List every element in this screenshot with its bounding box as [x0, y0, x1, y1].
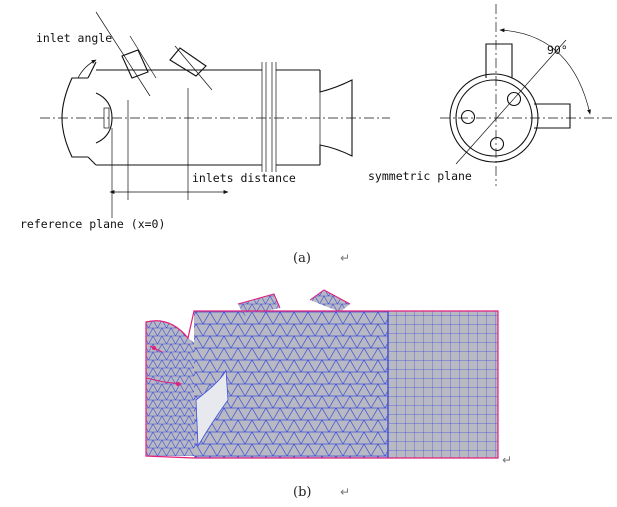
- caption-b: (b): [293, 485, 311, 500]
- symmetric-plane-label: symmetric plane: [368, 169, 472, 183]
- mesh-boundary: [145, 310, 499, 459]
- return-mark-a: ↵: [340, 251, 350, 265]
- mesh-hex-region: [388, 311, 498, 458]
- inlet-angle-label: inlet angle: [36, 31, 112, 45]
- mesh-recess: [195, 369, 229, 448]
- return-mark-b: ↵: [340, 485, 350, 499]
- mesh-figure: [145, 289, 499, 459]
- angle-arc: [499, 28, 591, 115]
- side-inlet: [534, 103, 571, 129]
- side-view-drawing: [40, 11, 390, 218]
- inlet-head: [61, 77, 88, 158]
- hole-left: [460, 109, 476, 125]
- head-plug: [103, 107, 110, 129]
- end-view-drawing: [440, 4, 612, 186]
- inlet-tube-1: [95, 11, 157, 97]
- symmetric-plane-line: [455, 39, 567, 165]
- hole-lower: [489, 136, 505, 152]
- top-inlet: [485, 43, 513, 78]
- mesh-inlet-2: [310, 290, 350, 312]
- caption-a: (a): [293, 251, 311, 266]
- head-recess: [95, 92, 113, 144]
- reference-plane-label: reference plane (x=0): [20, 217, 165, 231]
- mesh-head-region: [146, 320, 196, 456]
- outlet-end: [319, 70, 353, 165]
- return-mark-b-mesh: ↵: [502, 453, 512, 467]
- angle-label: 90°: [547, 43, 568, 57]
- inlets-distance-label: inlets distance: [192, 171, 296, 185]
- inlet-tube-2: [169, 45, 213, 91]
